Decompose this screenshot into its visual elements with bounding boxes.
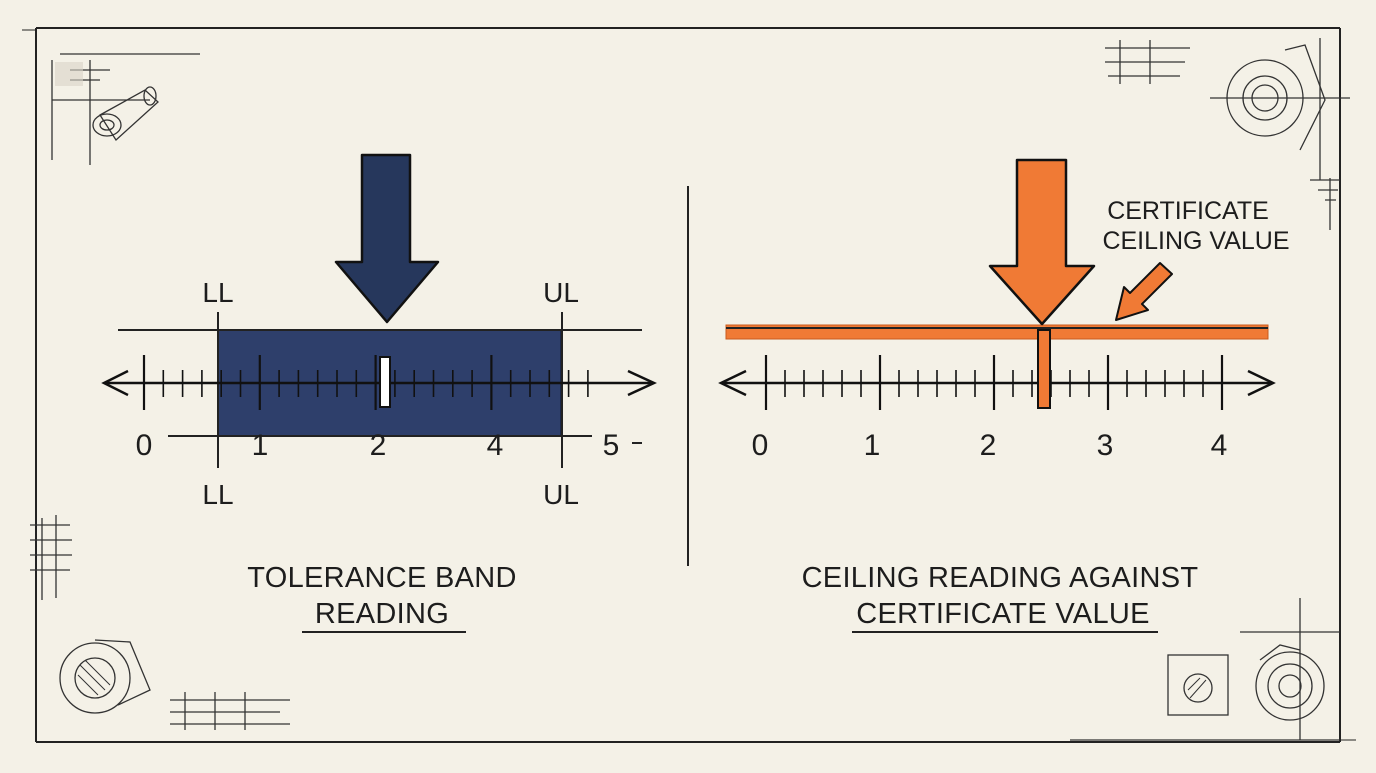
right-down-arrow (988, 158, 1096, 326)
right-axis-ticks (764, 355, 1224, 410)
left-caption-line2: READING (315, 598, 449, 630)
right-axis-arrow-right (1247, 369, 1276, 397)
right-caption-line1: CEILING READING AGAINST (802, 562, 1199, 594)
ul-label-bottom: UL (543, 479, 579, 510)
corner-sketch-bottom-right (1070, 598, 1340, 741)
ll-label-bottom: LL (202, 479, 233, 510)
right-axis-arrow-left (718, 369, 747, 397)
ul-label-top: UL (543, 277, 579, 308)
left-tick-label-4: 4 (487, 429, 504, 462)
callout-line2: CEILING VALUE (1102, 227, 1289, 255)
corner-sketch-top-right (1105, 38, 1350, 230)
callout-arrow (1115, 262, 1173, 321)
left-tick-label-0: 0 (136, 429, 153, 462)
left-axis-arrow-right (627, 369, 657, 397)
left-axis-arrow-left (101, 369, 129, 397)
left-caption-line1: TOLERANCE BAND (247, 562, 517, 594)
corner-sketch-bottom-left (30, 515, 290, 730)
left-tick-label-5: 5 (603, 429, 620, 462)
right-tick-label-4: 4 (1211, 429, 1228, 462)
right-tick-label-1: 1 (864, 429, 881, 462)
left-tick-label-1: 1 (252, 429, 269, 462)
left-tick-label-2: 2 (370, 429, 387, 462)
right-tick-label-2: 2 (980, 429, 997, 462)
right-panel: CERTIFICATE CEILING VALUE 0 1 2 3 4 CEIL… (718, 158, 1290, 633)
left-axis-ticks (142, 355, 589, 410)
right-tick-label-0: 0 (752, 429, 769, 462)
corner-sketch-top-left (51, 53, 200, 165)
left-panel: LL UL LL UL 0 1 2 4 5 TOLERANCE BAND REA… (101, 153, 657, 633)
left-down-arrow (334, 153, 440, 324)
right-caption-line2: CERTIFICATE VALUE (856, 598, 1150, 630)
right-reading-marker (1037, 329, 1051, 409)
ll-label-top: LL (202, 277, 233, 308)
left-reading-marker (379, 356, 391, 408)
callout-line1: CERTIFICATE (1107, 197, 1269, 225)
frame-border (22, 27, 1356, 743)
right-tick-label-3: 3 (1097, 429, 1114, 462)
